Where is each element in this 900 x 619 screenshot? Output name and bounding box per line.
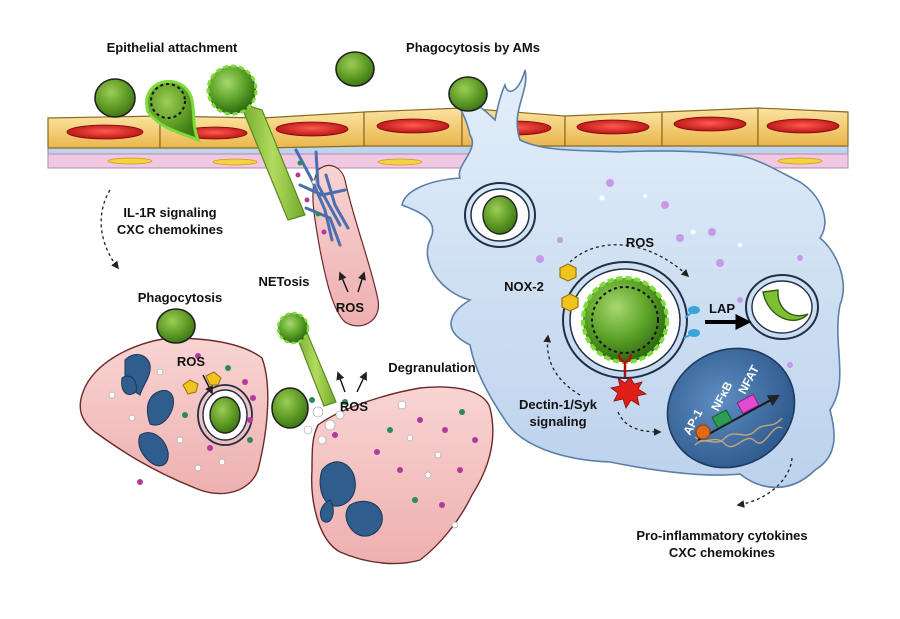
free-conidia [94, 51, 488, 118]
label-dectin-line1: Dectin-1/Syk [519, 397, 598, 412]
phagocytic-neutrophil [79, 308, 269, 495]
degran-nucleus-lobes [319, 461, 383, 537]
conidium-1 [94, 78, 136, 118]
nfkb-factor-icon [711, 409, 733, 429]
label-epithelial-attachment: Epithelial attachment [107, 40, 238, 55]
cytokine-arrow [736, 457, 793, 508]
net-granules [295, 160, 327, 235]
conidium-2 [335, 51, 375, 87]
nox2-icon [559, 263, 579, 312]
label-cytokines-line1: Pro-inflammatory cytokines [636, 528, 807, 543]
macrophage-dots [536, 179, 803, 368]
neutrophil-phagosome [197, 384, 253, 446]
label-ros-phagocytosis: ROS [177, 354, 206, 369]
neutrophil-granules [108, 353, 256, 485]
label-il1r-line1: IL-1R signaling [123, 205, 216, 220]
label-phagocytosis: Phagocytosis [138, 290, 223, 305]
phagosome-fungus [562, 261, 688, 379]
syk-burst-icon [610, 376, 648, 409]
label-ros-macrophage: ROS [626, 235, 655, 250]
label-lap: LAP [709, 301, 735, 316]
label-ros-degranulation: ROS [340, 399, 369, 414]
alveolar-macrophage [401, 69, 845, 489]
netosis-ros-arrows [338, 271, 366, 293]
degran-ros-arrows [336, 371, 367, 393]
lap-phagosome [745, 274, 819, 340]
attached-conidium [145, 80, 201, 143]
macrophage-white-dots [599, 194, 742, 247]
net-fibers [294, 148, 350, 247]
label-netosis: NETosis [258, 274, 309, 289]
nfat-factor-icon [736, 393, 760, 415]
ap1-factor-icon [695, 424, 711, 440]
dectin-down-arrow [617, 411, 662, 436]
label-phagocytosis-ams: Phagocytosis by AMs [406, 40, 540, 55]
ros-arrow [569, 244, 690, 278]
degranulating-neutrophil [311, 386, 494, 565]
labels: Epithelial attachment Phagocytosis by AM… [107, 40, 808, 560]
neutrophil-surface-conidium [156, 308, 196, 344]
netosis-neutrophil [294, 148, 380, 327]
conidium-3 [448, 76, 488, 112]
invading-hypha [206, 64, 306, 221]
label-cytokines-line2: CXC chemokines [669, 545, 775, 560]
label-il1r-line2: CXC chemokines [117, 222, 223, 237]
degran-granules [374, 400, 478, 529]
label-dectin-line2: signaling [529, 414, 586, 429]
neutrophil-ros-arrow [202, 374, 213, 395]
neutrophil-nucleus-lobes [121, 354, 174, 467]
lap-receptor-icon [683, 306, 700, 339]
dectin1-receptor-icon [617, 353, 633, 377]
macrophage-nucleus [666, 347, 796, 469]
degran-hypha [271, 311, 337, 429]
il1r-arrow [100, 189, 119, 270]
dectin-up-arrow [543, 334, 581, 396]
label-nox2: NOX-2 [504, 279, 544, 294]
label-degranulation: Degranulation [388, 360, 475, 375]
phagosome-conidium [464, 182, 536, 248]
label-ros-netosis: ROS [336, 300, 365, 315]
neutrophil-nox-icon [182, 371, 222, 395]
